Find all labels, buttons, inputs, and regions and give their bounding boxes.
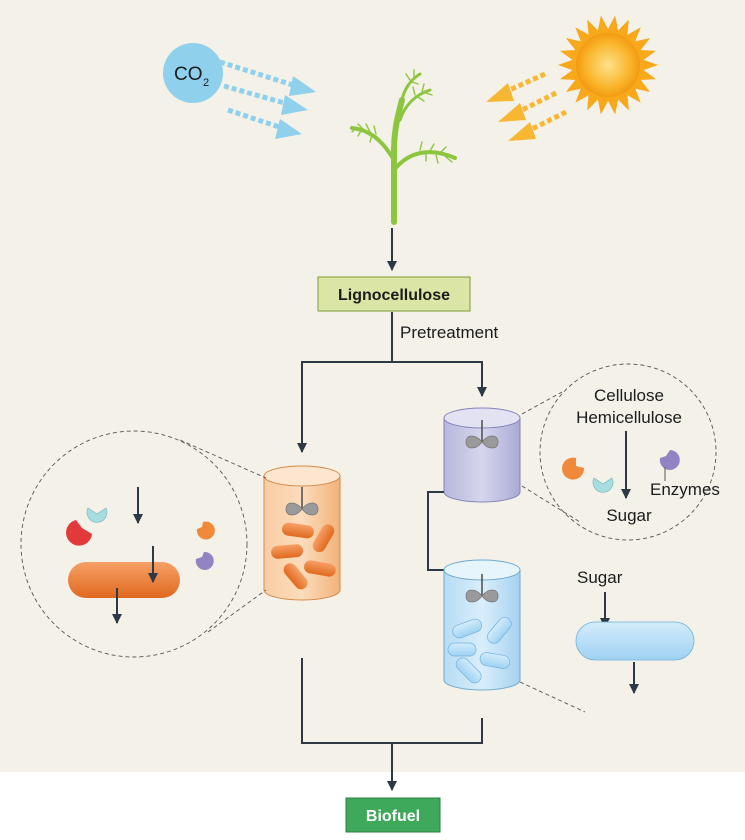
biofuel-flow — [301, 658, 483, 791]
microbe-cell-blue — [575, 621, 695, 661]
flow-line-hydrolysis-to-fermentation — [427, 491, 444, 571]
co2-label: CO — [174, 64, 203, 85]
enzyme-orange-icon — [562, 457, 585, 480]
lignocellulose-box: Lignocellulose — [317, 276, 471, 312]
co2-molecule: CO 2 — [163, 43, 223, 103]
pretreatment-flow — [297, 312, 487, 453]
lignocellulose-label: Lignocellulose — [338, 287, 450, 304]
fermentation-zoom: Sugar — [519, 568, 695, 713]
purple-bioreactor — [443, 407, 521, 503]
sugar-right-label: Sugar — [577, 568, 623, 587]
sugar-zoom-label: Sugar — [606, 506, 652, 525]
co2-arrows — [219, 59, 316, 139]
biofuel-box: Biofuel — [345, 797, 441, 833]
right-zoom-circle: Cellulose Hemicellulose Sugar Enzymes — [521, 363, 720, 541]
enzyme-orange-icon — [196, 521, 215, 540]
enzyme-teal-icon — [592, 477, 614, 493]
orange-bioreactor — [263, 465, 341, 601]
biofuel-label: Biofuel — [366, 808, 420, 825]
co2-subscript: 2 — [203, 77, 209, 89]
hemicellulose-label: Hemicellulose — [576, 408, 682, 427]
plant-icon — [350, 69, 457, 225]
enzyme-purple-icon — [195, 551, 214, 570]
enzyme-red-icon — [66, 520, 92, 546]
enzyme-purple-icon — [659, 450, 680, 470]
pretreatment-label: Pretreatment — [400, 323, 499, 342]
sun-arrows — [486, 71, 568, 141]
blue-bioreactor — [443, 559, 521, 691]
enzyme-teal-icon — [86, 507, 108, 523]
cellulose-label: Cellulose — [594, 386, 664, 405]
enzymes-label: Enzymes — [650, 480, 720, 499]
microbe-cell-orange — [68, 562, 180, 598]
sun-icon — [558, 15, 658, 115]
left-zoom-circle — [20, 430, 267, 658]
